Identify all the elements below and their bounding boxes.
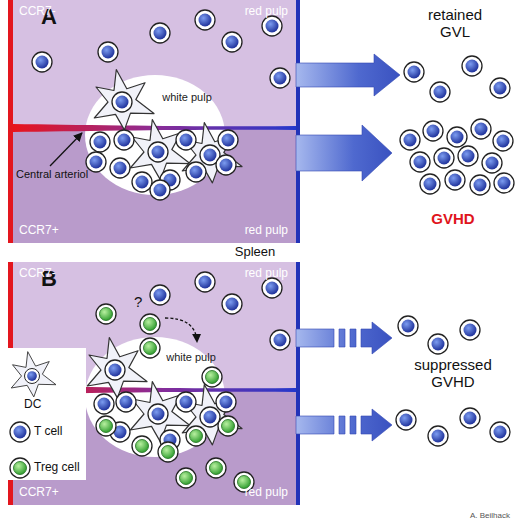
t-cell — [482, 153, 502, 173]
treg-cell — [206, 458, 226, 478]
t-cell — [176, 392, 196, 412]
treg-cell — [96, 416, 116, 436]
t-cell — [216, 155, 236, 175]
t-cell — [410, 152, 430, 172]
t-cell — [428, 334, 448, 354]
t-cell — [110, 158, 130, 178]
t-cell — [218, 130, 238, 150]
treg-cell — [140, 314, 160, 334]
treg-cell — [218, 416, 238, 436]
structure-label: Central arteriol — [16, 168, 126, 181]
treg-cell — [186, 426, 206, 446]
region-label: CCR7- — [19, 267, 79, 281]
credit: A. Beilhack — [430, 511, 510, 520]
region-label: CCR7+ — [19, 224, 79, 238]
t-cell — [116, 392, 136, 412]
t-cell — [460, 320, 480, 340]
t-cell — [490, 422, 510, 442]
t-cell — [423, 121, 443, 141]
region-label: CCR7- — [19, 5, 79, 19]
legend-label: T cell — [34, 425, 62, 439]
treg-cell — [140, 338, 160, 358]
t-cell — [470, 175, 490, 195]
region-label: white pulp — [155, 91, 219, 104]
t-cell — [186, 162, 206, 182]
region-label: red pulp — [216, 486, 288, 500]
t-cell — [420, 174, 440, 194]
treg-cell — [176, 468, 196, 488]
t-cell — [400, 130, 420, 150]
t-cell — [222, 32, 242, 52]
legend-label: Treg cell — [34, 461, 80, 475]
t-cell — [460, 408, 480, 428]
transfer-arrow — [296, 322, 392, 354]
t-cell — [86, 152, 106, 172]
outcome-label: retained GVL — [417, 6, 493, 41]
transfer-arrow — [296, 125, 392, 181]
treg-cell — [96, 304, 116, 324]
legend-sample — [8, 420, 32, 444]
region-label: red pulp — [216, 224, 288, 238]
transfer-arrow — [296, 409, 392, 441]
t-cell — [494, 173, 514, 193]
t-cell — [404, 62, 424, 82]
t-cell — [262, 278, 282, 298]
t-cell — [262, 16, 282, 36]
t-cell — [493, 131, 513, 151]
t-cell — [270, 330, 290, 350]
t-cell — [462, 56, 482, 76]
region-label: CCR7+ — [19, 486, 79, 500]
t-cell — [32, 52, 52, 72]
outcome-label: suppressed GVHD — [408, 356, 498, 391]
outcome-label: GVHD — [418, 210, 488, 227]
t-cell — [471, 119, 491, 139]
legend-sample — [8, 456, 32, 480]
legend-sample — [2, 346, 62, 406]
t-cell — [445, 170, 465, 190]
t-cell — [150, 285, 170, 305]
t-cell — [447, 127, 467, 147]
t-cell — [176, 130, 196, 150]
treg-cell — [202, 367, 222, 387]
t-cell — [396, 410, 416, 430]
t-cell — [150, 180, 170, 200]
treg-cell — [132, 436, 152, 456]
t-cell — [195, 272, 215, 292]
transfer-arrow — [296, 54, 400, 96]
treg-cell — [158, 442, 178, 462]
t-cell — [222, 294, 242, 314]
question-mark: ? — [134, 293, 148, 310]
t-cell — [216, 392, 236, 412]
t-cell — [94, 394, 114, 414]
t-cell — [90, 132, 110, 152]
t-cell — [132, 172, 152, 192]
region-label: white pulp — [159, 351, 223, 364]
organ-label: Spleen — [215, 245, 295, 260]
region-label: red pulp — [216, 5, 288, 19]
t-cell — [150, 23, 170, 43]
t-cell — [490, 78, 510, 98]
t-cell — [195, 10, 215, 30]
t-cell — [114, 130, 134, 150]
t-cell — [428, 426, 448, 446]
t-cell — [434, 148, 454, 168]
t-cell — [458, 146, 478, 166]
legend: DC T cellTreg cell — [2, 348, 86, 480]
t-cell — [270, 68, 290, 88]
t-cell — [398, 316, 418, 336]
t-cell — [430, 82, 450, 102]
legend-label: DC — [24, 398, 41, 412]
t-cell — [98, 42, 118, 62]
region-label: red pulp — [216, 267, 288, 281]
